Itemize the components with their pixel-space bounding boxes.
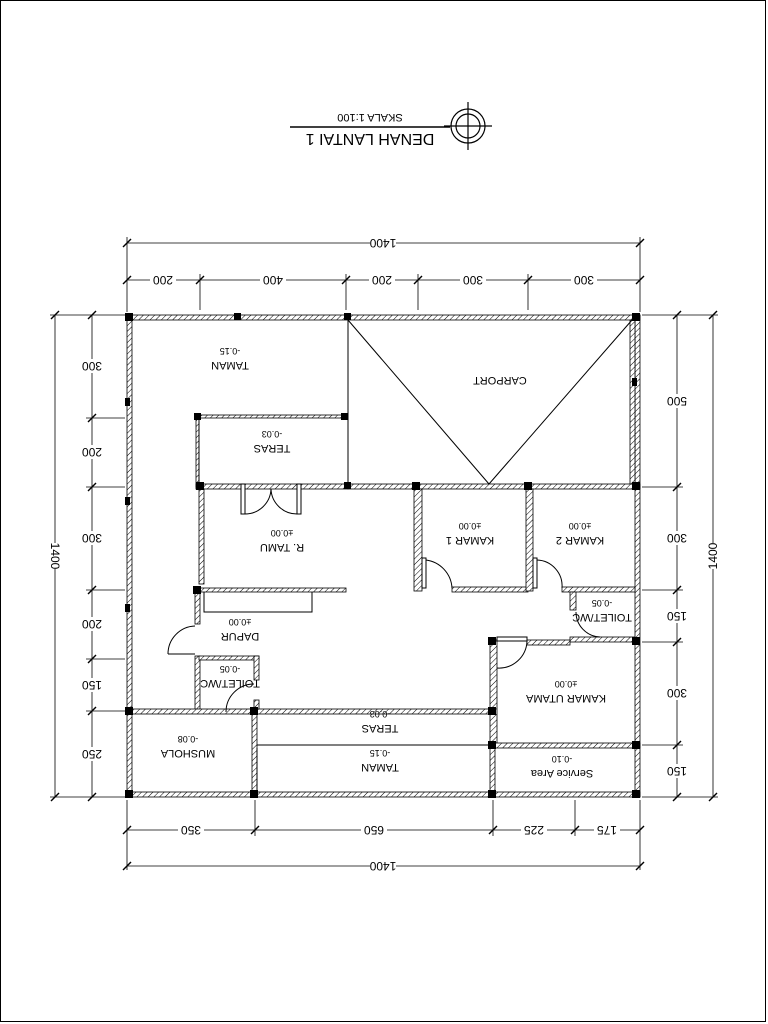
- dim-top-seg: 300: [574, 273, 594, 287]
- room-level-taman-bottom: -0.15: [370, 748, 391, 758]
- room-level-r-tamu: ±0.00: [271, 528, 293, 538]
- dim-left-seg: 250: [82, 747, 102, 761]
- room-level-kamar-utama: ±0.00: [555, 679, 577, 689]
- dim-left-seg: 300: [82, 359, 102, 373]
- title-block: DENAH LANTAI 1 SKALA 1:100: [290, 102, 492, 150]
- room-name-taman-bottom: TAMAN: [361, 761, 399, 773]
- dim-left-seg: 300: [82, 531, 102, 545]
- north-arrow-icon: [444, 102, 492, 150]
- room-level-service-area: -0.10: [552, 754, 573, 764]
- room-name-r-tamu: R. TAMU: [260, 541, 304, 553]
- dim-right-seg: 150: [667, 609, 687, 623]
- room-level-taman-top: -0.15: [220, 346, 241, 356]
- dimension-lines: [50, 237, 718, 870]
- dim-bottom-total: 1400: [369, 859, 396, 873]
- room-name-teras-top: TERAS: [254, 442, 291, 454]
- doors: [167, 483, 601, 713]
- plan-scale: SKALA 1:100: [337, 111, 402, 123]
- room-name-taman-top: TAMAN: [211, 359, 249, 371]
- room-name-toilet-left: TOILET/WC: [200, 677, 260, 689]
- dim-top-total: 1400: [369, 236, 396, 250]
- room-level-toilet-right: -0.05: [592, 598, 613, 608]
- dim-right-seg: 300: [667, 686, 687, 700]
- room-level-mushola: -0.08: [178, 734, 199, 744]
- room-name-carport: CARPORT: [473, 374, 527, 386]
- dim-right-seg: 300: [667, 531, 687, 545]
- dimension-labels: 1400 200 400 200 300 300 350 650 225 175…: [48, 236, 720, 873]
- room-labels: TAMAN -0.15 TERAS -0.03 CARPORT R. TAMU …: [160, 346, 632, 779]
- room-name-teras-bottom: TERAS: [362, 722, 399, 734]
- plan-lines: [198, 319, 633, 792]
- columns: [125, 313, 640, 798]
- dim-left-seg: 200: [82, 445, 102, 459]
- dim-left-seg: 150: [82, 678, 102, 692]
- room-name-mushola: MUSHOLA: [160, 747, 215, 759]
- plan-title: DENAH LANTAI 1: [306, 130, 435, 147]
- dim-top-seg: 200: [372, 273, 392, 287]
- dimension-ticks: [50, 238, 718, 871]
- dim-bottom-seg: 175: [597, 823, 617, 837]
- room-level-teras-bottom: -0.03: [370, 709, 391, 719]
- room-name-kamar-utama: KAMAR UTAMA: [525, 692, 606, 704]
- room-name-kamar-1: KAMAR 1: [446, 534, 494, 546]
- room-name-dapur: DAPUR: [221, 630, 260, 642]
- room-level-kamar-1: ±0.00: [459, 521, 481, 531]
- room-level-toilet-left: -0.05: [220, 664, 241, 674]
- room-name-kamar-2: KAMAR 2: [556, 534, 604, 546]
- dim-right-seg: 150: [667, 764, 687, 778]
- dim-top-seg: 300: [463, 273, 483, 287]
- room-level-dapur: ±0.00: [229, 617, 251, 627]
- room-name-toilet-right: TOILET/WC: [572, 611, 632, 623]
- room-level-kamar-2: ±0.00: [569, 521, 591, 531]
- dim-bottom-seg: 225: [524, 823, 544, 837]
- room-level-teras-top: -0.03: [262, 429, 283, 439]
- dim-left-total: 1400: [48, 543, 62, 570]
- dim-bottom-seg: 650: [364, 823, 384, 837]
- dim-left-seg: 200: [82, 617, 102, 631]
- dim-top-seg: 400: [263, 273, 283, 287]
- dim-right-total: 1400: [706, 542, 720, 569]
- dim-bottom-seg: 350: [181, 823, 201, 837]
- dim-top-seg: 200: [153, 273, 173, 287]
- dim-right-seg: 500: [667, 394, 687, 408]
- room-name-service-area: Service Area: [530, 767, 593, 779]
